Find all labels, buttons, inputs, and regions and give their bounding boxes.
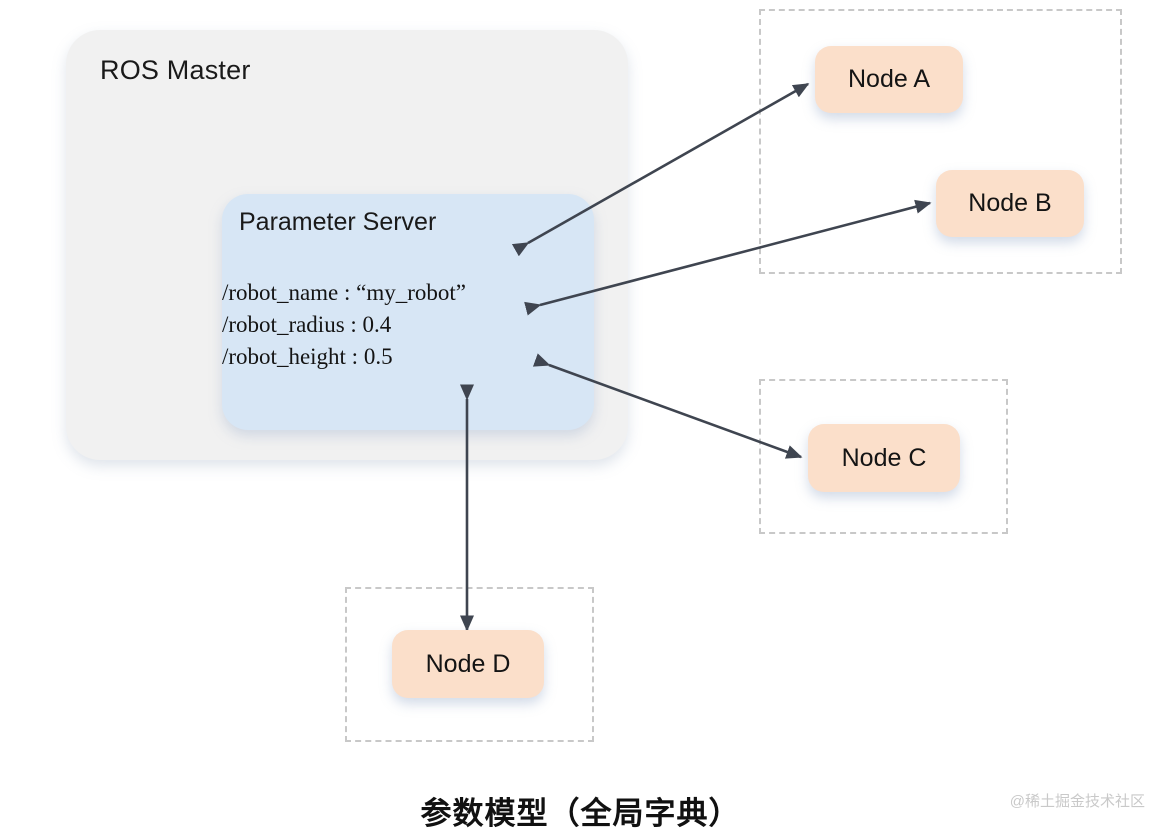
node-box-c[interactable]: Node C bbox=[808, 424, 960, 492]
watermark-label: @稀土掘金技术社区 bbox=[1009, 793, 1145, 810]
diagram-caption: 参数模型（全局字典） bbox=[420, 796, 741, 831]
node-label-d: Node D bbox=[425, 649, 511, 678]
node-label-a: Node A bbox=[847, 65, 930, 93]
node-box-a[interactable]: Node A bbox=[815, 46, 963, 113]
node-box-d[interactable]: Node D bbox=[392, 630, 544, 698]
parameter-entry-robot-radius: /robot_radius : 0.4 bbox=[222, 312, 392, 337]
parameter-list: /robot_name : “my_robot” /robot_radius :… bbox=[222, 277, 562, 373]
parameter-server-title: Parameter Server bbox=[239, 208, 437, 236]
ros-master-label: ROS Master bbox=[100, 55, 251, 85]
node-label-c: Node C bbox=[841, 443, 927, 472]
parameter-entry-robot-height: /robot_height : 0.5 bbox=[222, 344, 393, 369]
parameter-entry-robot-name: /robot_name : “my_robot” bbox=[222, 280, 466, 305]
node-label-b: Node B bbox=[968, 189, 1052, 217]
node-box-b[interactable]: Node B bbox=[936, 170, 1084, 237]
